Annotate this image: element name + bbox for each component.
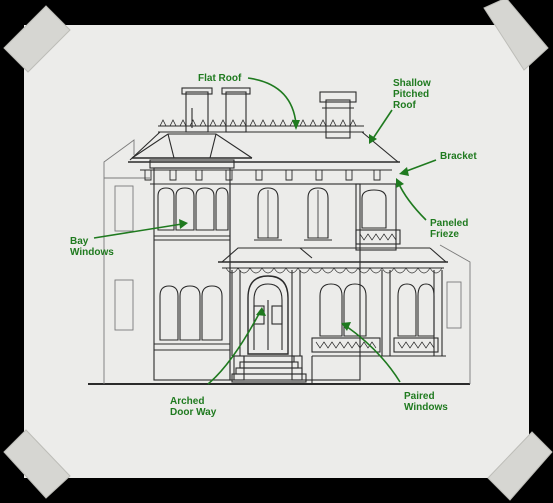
flat-roof-arrow — [247, 77, 297, 125]
label-bay-line2: Windows — [70, 247, 114, 258]
tape-bottom-left — [3, 429, 71, 499]
shallow-roof-arrow — [371, 109, 393, 141]
paired-windows — [311, 283, 439, 353]
label-shallow-line1: Shallow — [393, 78, 431, 89]
paneled-frieze — [355, 229, 401, 245]
tape-top-left — [3, 5, 71, 73]
paired-windows-arrow — [345, 325, 401, 383]
label-arched-line1: Arched — [170, 396, 205, 407]
paper-sheet — [24, 25, 529, 478]
label-bay-windows: Bay Windows — [70, 236, 114, 258]
steps — [231, 355, 307, 383]
main-roof — [129, 131, 399, 163]
label-paired-line2: Windows — [404, 402, 448, 413]
tape-bottom-right — [487, 431, 553, 501]
label-bay-line1: Bay — [70, 236, 89, 247]
tape-corners — [3, 0, 553, 501]
label-bracket: Bracket — [440, 151, 477, 162]
eave-brackets — [144, 170, 381, 181]
bracket-arrow — [403, 159, 437, 173]
porch-roof — [218, 247, 448, 274]
house-drawing — [88, 87, 471, 385]
label-frieze-line1: Paneled — [430, 218, 469, 229]
label-paired-windows: Paired Windows — [404, 391, 448, 413]
label-shallow-line2: Pitched — [393, 89, 430, 100]
arched-door-arrow — [207, 311, 261, 385]
label-arrows — [93, 77, 437, 385]
arrow-heads — [179, 120, 409, 331]
label-flat-roof: Flat Roof — [198, 73, 241, 84]
label-bracket-line1: Bracket — [440, 151, 477, 162]
label-frieze-line2: Frieze — [430, 229, 459, 240]
label-flat-roof-line1: Flat Roof — [198, 73, 242, 84]
label-shallow-line3: Roof — [393, 100, 416, 111]
bay-windows-arrow — [93, 223, 183, 239]
label-paneled-frieze: Paneled Frieze — [430, 218, 468, 240]
label-paired-line1: Paired — [404, 391, 435, 402]
label-arched-line2: Door Way — [170, 407, 217, 418]
label-shallow-pitched-roof: Shallow Pitched Roof — [393, 78, 431, 111]
label-arched-door-way: Arched Door Way — [170, 396, 216, 418]
tape-top-right — [483, 0, 549, 71]
